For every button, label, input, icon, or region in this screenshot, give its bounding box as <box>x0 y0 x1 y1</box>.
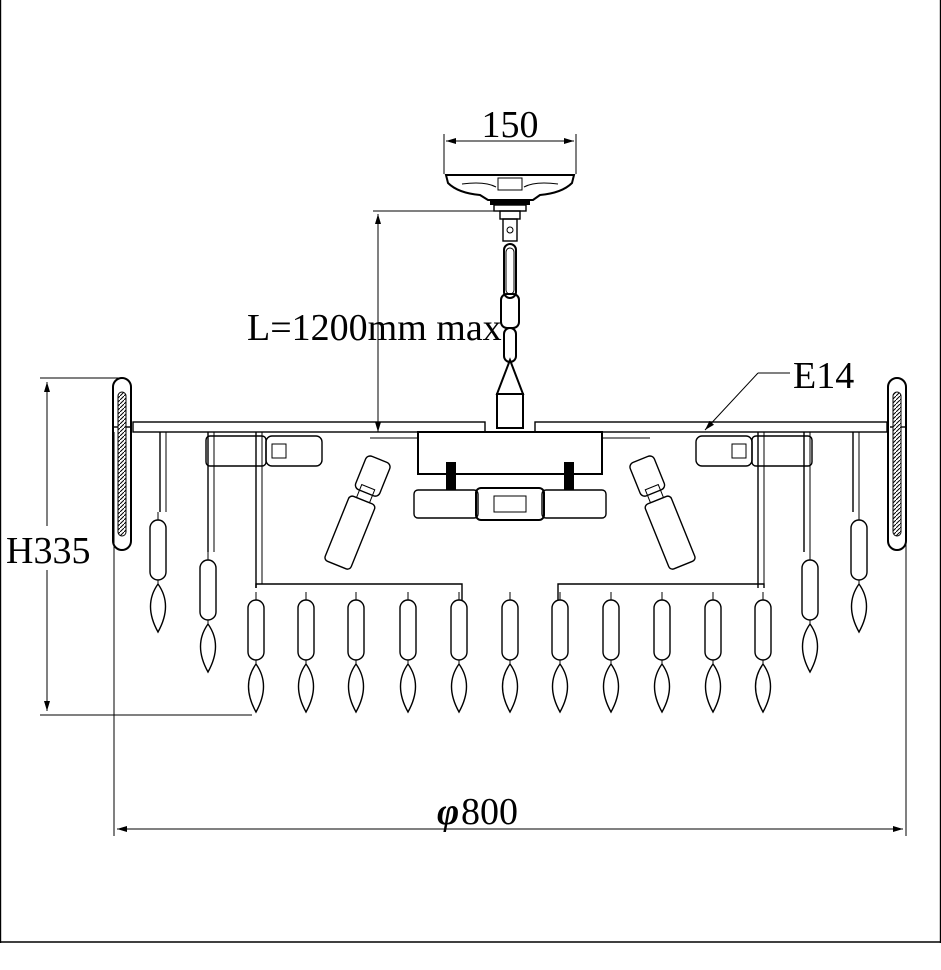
diameter-dimension: φ 800 <box>113 432 907 836</box>
crystal-pendant <box>247 592 265 714</box>
crystal-pendant <box>850 512 868 634</box>
crystal-pendant <box>704 592 722 714</box>
lamp-holders <box>205 435 813 570</box>
suspension-chain <box>495 243 525 429</box>
socket-type-callout: E14 <box>704 355 854 431</box>
diameter-label: 800 <box>461 791 518 833</box>
dimension-arrow <box>704 372 759 431</box>
socket-type-label: E14 <box>793 355 854 397</box>
crystal-pendant <box>551 592 569 714</box>
crystal-pendant <box>501 592 519 714</box>
canopy-width-label: 150 <box>482 104 539 146</box>
chandelier-frame <box>114 421 906 475</box>
drop-rods <box>159 432 860 600</box>
lamp-holder <box>413 462 607 521</box>
crystal-pendant <box>801 552 819 674</box>
lamp-holder <box>695 435 813 467</box>
crystal-pendant <box>347 592 365 714</box>
diameter-symbol: φ <box>437 791 459 833</box>
end-crystal-right <box>887 377 907 551</box>
lamp-holder <box>629 455 696 570</box>
ceiling-canopy <box>444 174 576 242</box>
chain-length-label: L=1200mm max <box>247 307 502 349</box>
lamp-holder <box>205 435 323 467</box>
chain-length-dimension: L=1200mm max <box>247 210 502 432</box>
crystal-pendant <box>602 592 620 714</box>
crystal-pendant <box>450 592 468 714</box>
end-crystal-left <box>112 377 132 551</box>
crystal-pendant <box>199 552 217 674</box>
crystal-pendant <box>754 592 772 714</box>
lamp-holder <box>324 455 391 570</box>
canopy-width-dimension: 150 <box>443 104 577 174</box>
crystal-pendants <box>149 512 868 714</box>
crystal-pendant <box>149 512 167 634</box>
height-label: H335 <box>6 530 90 572</box>
height-dimension: H335 <box>4 377 252 716</box>
crystal-pendant <box>399 592 417 714</box>
crystal-pendant <box>653 592 671 714</box>
crystal-pendant <box>297 592 315 714</box>
